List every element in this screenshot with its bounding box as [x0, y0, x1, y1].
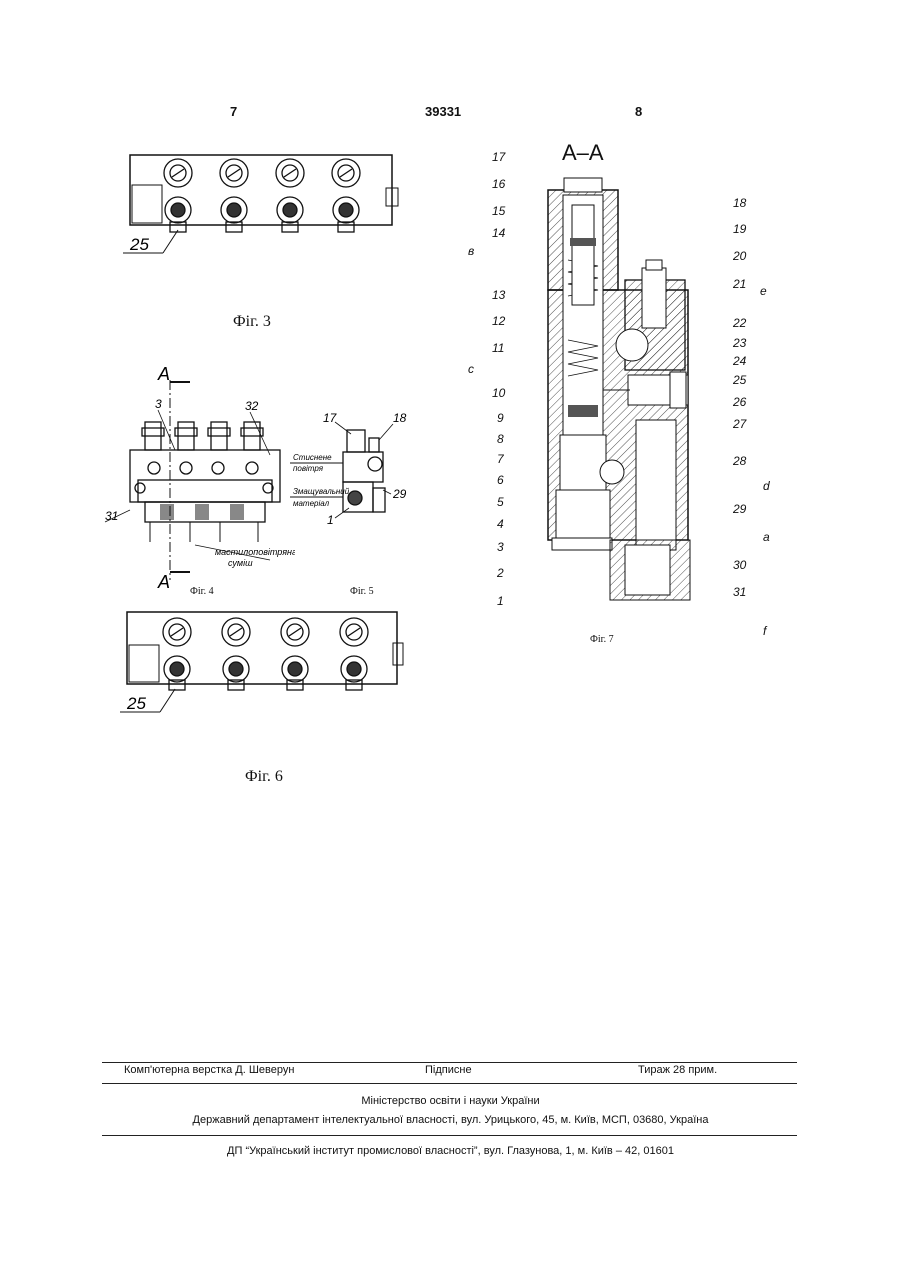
- fig7-callout: 10: [492, 386, 505, 400]
- fig7-callout: 9: [497, 411, 504, 425]
- footer-rule-bottom: [102, 1135, 797, 1136]
- fig7-callout: 3: [497, 540, 504, 554]
- fig7-callout: f: [763, 624, 766, 638]
- fig4-annotation-line2: суміш: [228, 558, 253, 568]
- patent-number: 39331: [425, 104, 461, 119]
- fig7-callout: 31: [733, 585, 746, 599]
- fig7-callout: 26: [733, 395, 746, 409]
- fig6-drawing: 25: [115, 607, 410, 722]
- fig7-callout: 23: [733, 336, 746, 350]
- fig7-callout: 28: [733, 454, 746, 468]
- fig4-caption: Фіг. 4: [190, 586, 214, 597]
- fig3-callout-25: 25: [129, 235, 149, 254]
- fig7-callout: 5: [497, 495, 504, 509]
- fig7-callout: а: [763, 530, 770, 544]
- fig4-section-mark-bottom: A: [157, 572, 170, 590]
- page-number-left: 7: [230, 104, 237, 119]
- fig7-callout: 7: [497, 452, 504, 466]
- fig4-section-mark-top: A: [157, 364, 170, 384]
- fig7-callout: 24: [733, 354, 746, 368]
- fig7-callout: 14: [492, 226, 505, 240]
- fig5-caption: Фіг. 5: [350, 586, 374, 597]
- fig5-callout-17: 17: [323, 411, 338, 425]
- footer-department: Державний департамент інтелектуальної вл…: [0, 1114, 901, 1126]
- footer-rule-middle: [102, 1083, 797, 1084]
- fig5-callout-29: 29: [392, 487, 407, 501]
- fig7-callout: с: [468, 362, 474, 376]
- fig5-lubricant-line1: Змащувальний: [293, 487, 350, 496]
- footer-circulation: Тираж 28 прим.: [638, 1064, 717, 1076]
- fig4-callout-32: 32: [245, 399, 259, 413]
- fig5-lubricant-line2: матеріал: [293, 499, 330, 508]
- fig6-caption: Фіг. 6: [245, 768, 283, 786]
- fig7-callout: 19: [733, 222, 746, 236]
- fig5-callout-18: 18: [393, 411, 407, 425]
- fig5-air-line1: Стиснене: [293, 453, 332, 462]
- fig6-callout-25: 25: [126, 694, 146, 713]
- fig7-callout: 13: [492, 288, 505, 302]
- fig5-callout-1: 1: [327, 513, 334, 527]
- fig7-callout: 6: [497, 473, 504, 487]
- fig7-callout: 27: [733, 417, 746, 431]
- fig5-air-line2: повітря: [293, 464, 324, 473]
- fig7-callout: е: [760, 284, 767, 298]
- fig7-callout: 22: [733, 316, 746, 330]
- fig7-callout: 18: [733, 196, 746, 210]
- fig7-callout: 2: [497, 566, 504, 580]
- fig7-callout: 16: [492, 177, 505, 191]
- fig7-callout: 4: [497, 517, 504, 531]
- fig7-callout: 25: [733, 373, 746, 387]
- fig7-caption: Фіг. 7: [590, 634, 614, 645]
- fig7-callout: 29: [733, 502, 746, 516]
- footer-ministry: Міністерство освіти і науки України: [0, 1095, 901, 1107]
- fig7-callout: d: [763, 479, 770, 493]
- fig7-callout: 15: [492, 204, 505, 218]
- footer-institute: ДП “Український інститут промислової вла…: [0, 1145, 901, 1157]
- fig7-callout: в: [468, 244, 474, 258]
- fig5-drawing: Стиснене повітря Змащувальний матеріал 1…: [285, 400, 415, 540]
- page-number-right: 8: [635, 104, 642, 119]
- footer-rule-top: [102, 1062, 797, 1063]
- fig7-callout: 30: [733, 558, 746, 572]
- fig7-callout: 1: [497, 594, 504, 608]
- fig3-drawing: 25: [118, 150, 408, 270]
- fig7-callout: 21: [733, 277, 746, 291]
- fig7-callout: 12: [492, 314, 505, 328]
- footer-subscription: Підписне: [425, 1064, 472, 1076]
- fig7-callout: 17: [492, 150, 505, 164]
- fig4-drawing: A A 3 32 31 мастилоповітряна суміш: [100, 360, 295, 590]
- fig4-annotation-line1: мастилоповітряна: [215, 547, 295, 557]
- fig3-caption: Фіг. 3: [233, 313, 271, 331]
- fig7-callout: 8: [497, 432, 504, 446]
- fig7-callout: 20: [733, 249, 746, 263]
- footer-layout: Комп'ютерна верстка Д. Шеверун: [124, 1064, 294, 1076]
- fig7-callout: 11: [492, 341, 504, 355]
- fig4-callout-3: 3: [155, 397, 162, 411]
